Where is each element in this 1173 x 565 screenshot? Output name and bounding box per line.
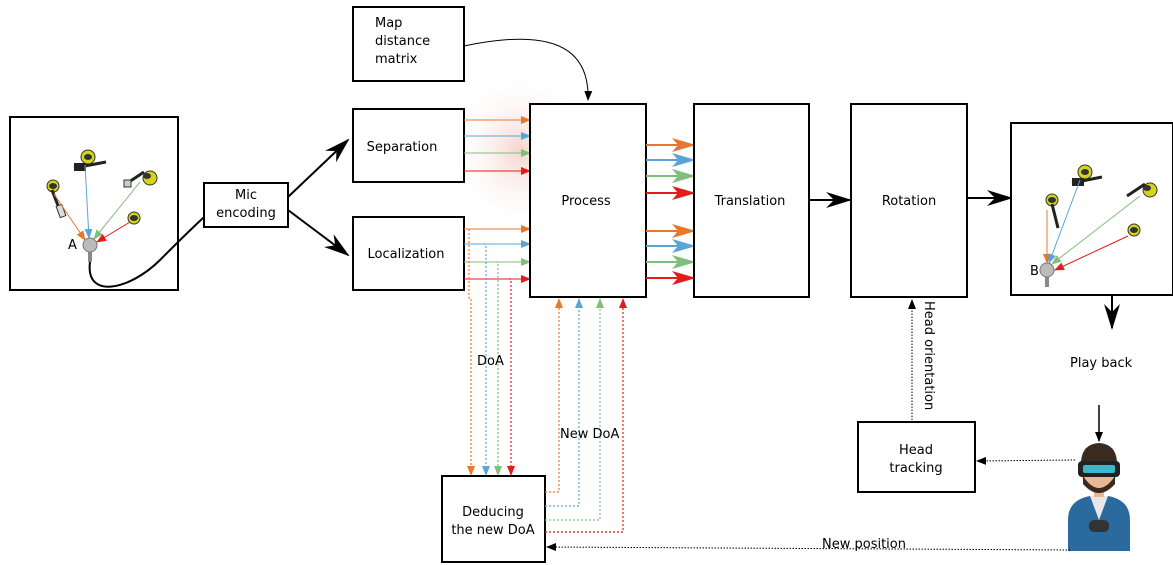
separation-box <box>352 108 465 183</box>
new-position-arrow <box>546 543 1071 552</box>
deducing-label-2: the new DoA <box>451 523 534 538</box>
rotation-label: Rotation <box>882 194 936 209</box>
scene-b-panel: B <box>1010 122 1173 296</box>
map-distance-label-3: matrix <box>375 52 418 67</box>
mic-encoding-label-1: Mic <box>235 188 257 203</box>
microphone-icon <box>1039 262 1055 287</box>
new-position-label: New position <box>822 537 906 552</box>
vr-user-icon <box>1068 443 1130 551</box>
musician-icon <box>127 211 141 225</box>
doa-label: DoA <box>477 354 504 369</box>
translation-box <box>693 103 810 298</box>
head-tracking-label-1: Head <box>899 443 933 458</box>
head-tracking-box <box>857 421 976 493</box>
encoding-to-localization-arrow <box>287 209 350 257</box>
scene-a-panel: A <box>9 116 179 291</box>
deducing-label-1: Deducing <box>462 505 524 520</box>
separation-label: Separation <box>367 140 438 155</box>
localization-label: Localization <box>368 247 445 262</box>
translation-label: Translation <box>714 194 786 209</box>
mic-to-encoding-arrow <box>88 199 224 288</box>
listener-a-label: A <box>68 238 77 253</box>
localization-box <box>352 216 465 291</box>
musician-icon <box>1045 193 1060 229</box>
map-to-process-arrow <box>463 38 593 101</box>
map-distance-box <box>352 6 465 82</box>
user-to-head-tracking-arrow <box>976 456 1076 465</box>
mic-encoding-box <box>203 182 289 228</box>
encoding-to-separation-arrow <box>287 138 350 198</box>
map-distance-label-1: Map <box>375 16 402 31</box>
microphone-icon <box>82 237 98 262</box>
head-tracking-label-2: tracking <box>889 461 942 476</box>
map-distance-label-2: distance <box>375 34 430 49</box>
head-orientation-label: Head orientation <box>921 301 936 410</box>
guitarist-icon <box>73 149 107 171</box>
deducing-box <box>441 475 546 563</box>
process-box <box>529 103 647 298</box>
musician-icon <box>1127 223 1141 237</box>
mic-encoding-label-2: encoding <box>216 206 276 221</box>
play-back-label: Play back <box>1070 356 1133 371</box>
guitarist-icon <box>1071 164 1103 186</box>
listener-b-label: B <box>1030 264 1039 279</box>
musician-icon <box>123 170 158 188</box>
rotation-box <box>850 103 968 298</box>
process-label: Process <box>561 194 611 209</box>
musician-icon <box>1126 182 1158 198</box>
new-doa-label: New DoA <box>560 427 619 442</box>
